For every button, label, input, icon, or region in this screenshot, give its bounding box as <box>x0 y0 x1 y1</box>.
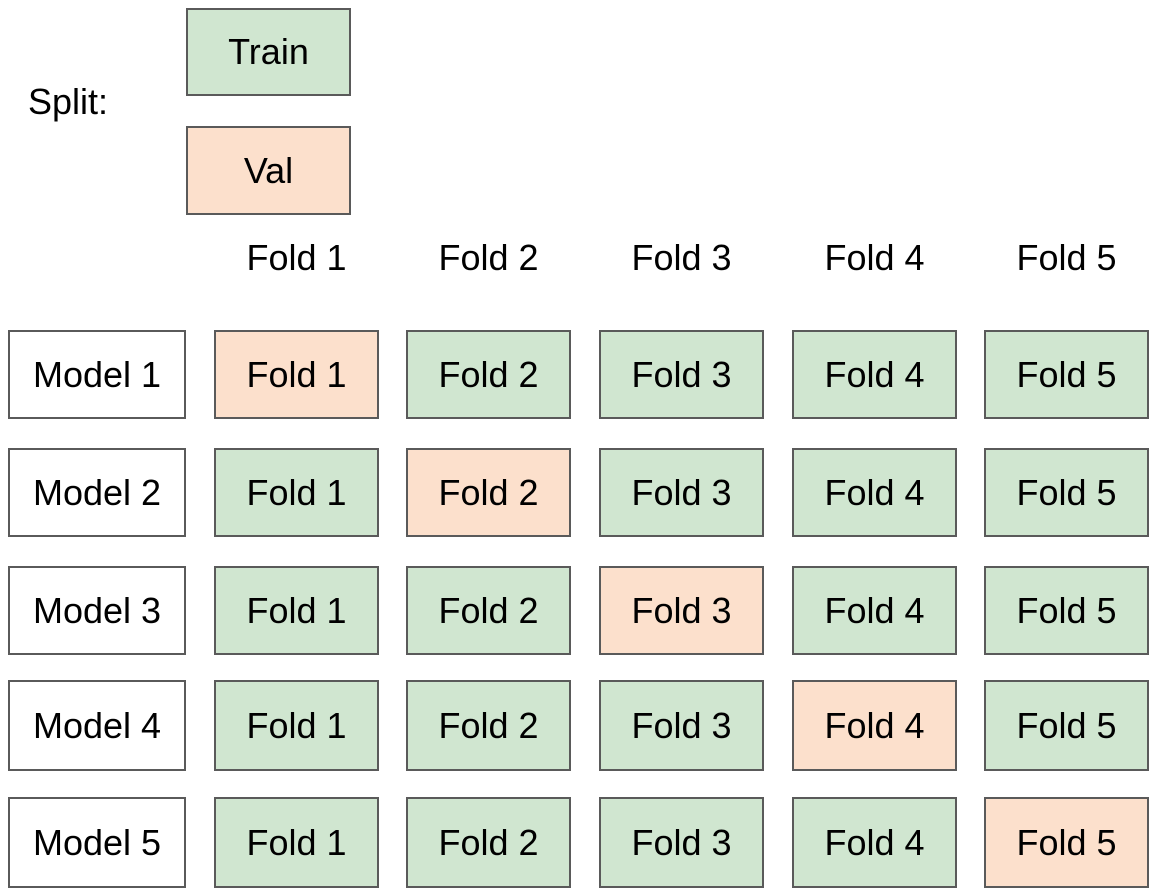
fold-cell-val-r3c3: Fold 3 <box>599 566 764 655</box>
fold-cell-train-r5c4: Fold 4 <box>792 797 957 888</box>
fold-cell-val-r1c1: Fold 1 <box>214 330 379 419</box>
model-label-1: Model 1 <box>8 330 186 419</box>
fold-cell-train-r1c3: Fold 3 <box>599 330 764 419</box>
fold-cell-val-r4c4: Fold 4 <box>792 680 957 771</box>
legend-train-swatch: Train <box>186 8 351 96</box>
fold-cell-val-r5c5: Fold 5 <box>984 797 1149 888</box>
column-header-1: Fold 1 <box>246 237 347 278</box>
fold-cell-train-r4c3: Fold 3 <box>599 680 764 771</box>
fold-cell-train-r4c2: Fold 2 <box>406 680 571 771</box>
model-label-2: Model 2 <box>8 448 186 537</box>
fold-cell-train-r2c4: Fold 4 <box>792 448 957 537</box>
fold-cell-train-r2c1: Fold 1 <box>214 448 379 537</box>
model-label-3: Model 3 <box>8 566 186 655</box>
column-header-2: Fold 2 <box>438 237 539 278</box>
fold-cell-train-r2c3: Fold 3 <box>599 448 764 537</box>
fold-cell-train-r5c2: Fold 2 <box>406 797 571 888</box>
column-header-4: Fold 4 <box>824 237 925 278</box>
fold-cell-train-r3c5: Fold 5 <box>984 566 1149 655</box>
fold-cell-train-r4c1: Fold 1 <box>214 680 379 771</box>
fold-cell-train-r3c4: Fold 4 <box>792 566 957 655</box>
fold-cell-train-r2c5: Fold 5 <box>984 448 1149 537</box>
fold-cell-train-r1c5: Fold 5 <box>984 330 1149 419</box>
fold-cell-train-r4c5: Fold 5 <box>984 680 1149 771</box>
fold-cell-train-r1c2: Fold 2 <box>406 330 571 419</box>
fold-cell-train-r5c3: Fold 3 <box>599 797 764 888</box>
model-label-4: Model 4 <box>8 680 186 771</box>
column-header-3: Fold 3 <box>631 237 732 278</box>
fold-cell-train-r3c1: Fold 1 <box>214 566 379 655</box>
fold-cell-train-r3c2: Fold 2 <box>406 566 571 655</box>
legend-val-swatch: Val <box>186 126 351 215</box>
legend-title: Split: <box>28 81 109 122</box>
fold-cell-train-r5c1: Fold 1 <box>214 797 379 888</box>
column-header-5: Fold 5 <box>1016 237 1117 278</box>
fold-cell-val-r2c2: Fold 2 <box>406 448 571 537</box>
model-label-5: Model 5 <box>8 797 186 888</box>
fold-cell-train-r1c4: Fold 4 <box>792 330 957 419</box>
